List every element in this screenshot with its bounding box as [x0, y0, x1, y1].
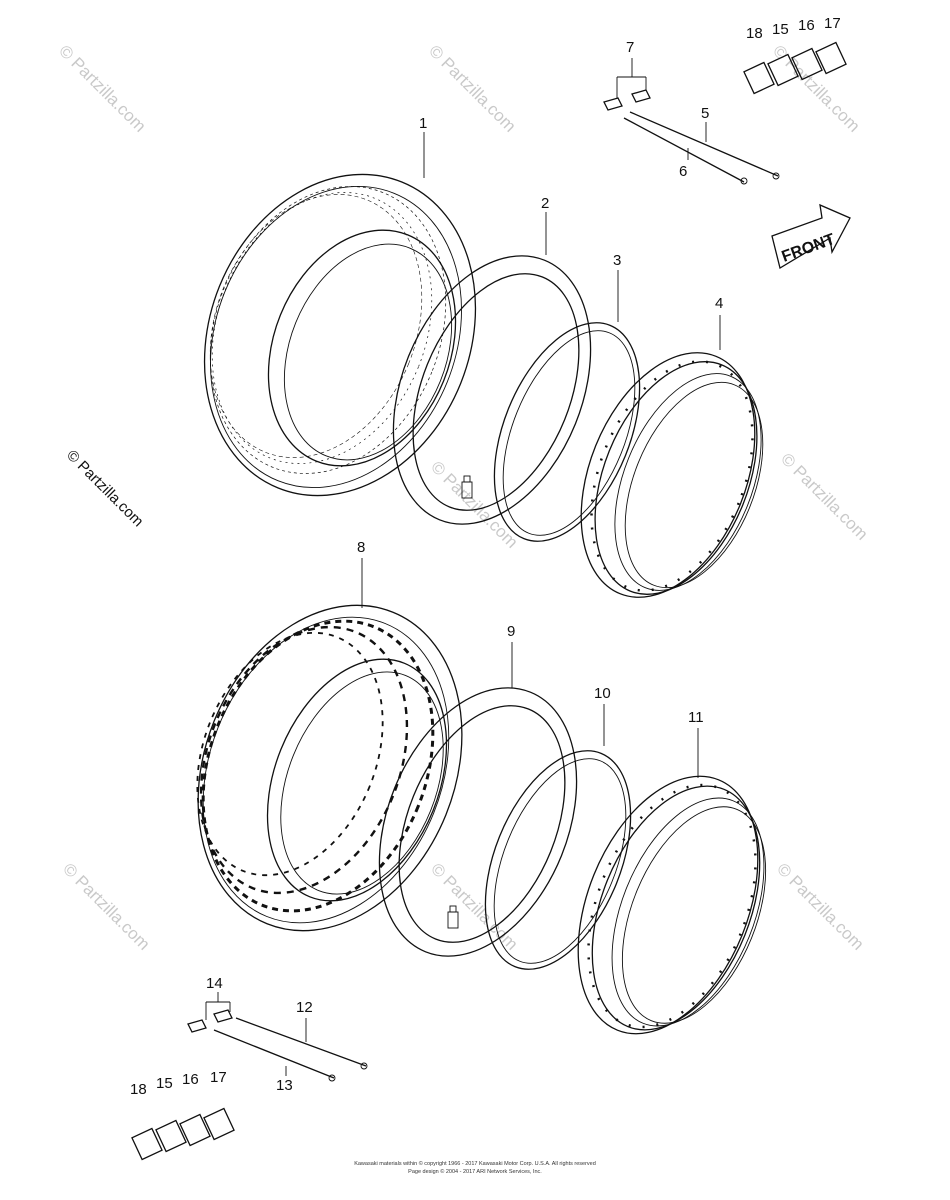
copyright-footer: Kawasaki materials within © copyright 19… [354, 1160, 596, 1175]
weight-15 [155, 1119, 187, 1153]
watermark: © Partzilla.com [427, 859, 521, 953]
callout-7: 7 [626, 39, 634, 56]
front-rim [580, 352, 764, 598]
rear-spokes [213, 1017, 368, 1082]
callout-3: 3 [613, 252, 621, 269]
front-spokes [623, 111, 780, 185]
callout-10: 10 [594, 685, 611, 702]
callout-18-bottom: 18 [130, 1081, 147, 1098]
callout-2: 2 [541, 195, 549, 212]
watermark: © Partzilla.com [769, 41, 863, 135]
front-nipples [603, 89, 651, 111]
watermark: © Partzilla.com [425, 41, 519, 135]
callout-16-top: 16 [798, 17, 815, 34]
callout-1: 1 [419, 115, 427, 132]
callout-17-bottom: 17 [210, 1069, 227, 1086]
callout-15-top: 15 [772, 21, 789, 38]
watermark: © Partzilla.com [777, 449, 871, 543]
weight-17 [203, 1107, 235, 1141]
weight-15 [767, 53, 799, 87]
weight-17 [815, 41, 847, 75]
front-arrow-icon: FRONT [771, 203, 851, 270]
rear-nipples [187, 1009, 233, 1033]
callouts: 1 2 3 4 5 6 7 18 15 16 17 8 9 10 11 12 1… [130, 15, 841, 1098]
watermark: © Partzilla.com [55, 41, 149, 135]
watermark-dark: © Partzilla.com [63, 447, 146, 530]
balance-weights-bottom [131, 1107, 235, 1161]
callout-17-top: 17 [824, 15, 841, 32]
watermark: © Partzilla.com [427, 457, 521, 551]
callout-5: 5 [701, 105, 709, 122]
copyright-line-1: Kawasaki materials within © copyright 19… [354, 1160, 596, 1167]
callout-14: 14 [206, 975, 223, 992]
rear-rim-band [484, 750, 632, 970]
front-tire [203, 173, 477, 497]
weight-18 [131, 1127, 163, 1161]
rear-rim [577, 775, 767, 1035]
callout-9: 9 [507, 623, 515, 640]
watermark: © Partzilla.com [773, 859, 867, 953]
rear-tire [196, 604, 463, 932]
leader-lines [205, 58, 721, 1076]
callout-18-top: 18 [746, 25, 763, 42]
watermark: © Partzilla.com [59, 859, 153, 953]
callout-8: 8 [357, 539, 365, 556]
callout-15-bottom: 15 [156, 1075, 173, 1092]
callout-11: 11 [688, 709, 704, 726]
copyright-line-2: Page design © 2004 - 2017 ARI Network Se… [408, 1168, 542, 1175]
front-label: FRONT [780, 231, 838, 266]
callout-4: 4 [715, 295, 723, 312]
weight-18 [743, 61, 775, 95]
callout-16-bottom: 16 [182, 1071, 199, 1088]
front-rim-band [493, 322, 641, 542]
weight-16 [179, 1113, 211, 1147]
balance-weights-top [743, 41, 847, 95]
rear-inner-tube [378, 687, 578, 957]
weight-16 [791, 47, 823, 81]
front-inner-tube [392, 255, 592, 525]
callout-12: 12 [296, 999, 313, 1016]
callout-6: 6 [679, 163, 687, 180]
callout-13: 13 [276, 1077, 293, 1094]
